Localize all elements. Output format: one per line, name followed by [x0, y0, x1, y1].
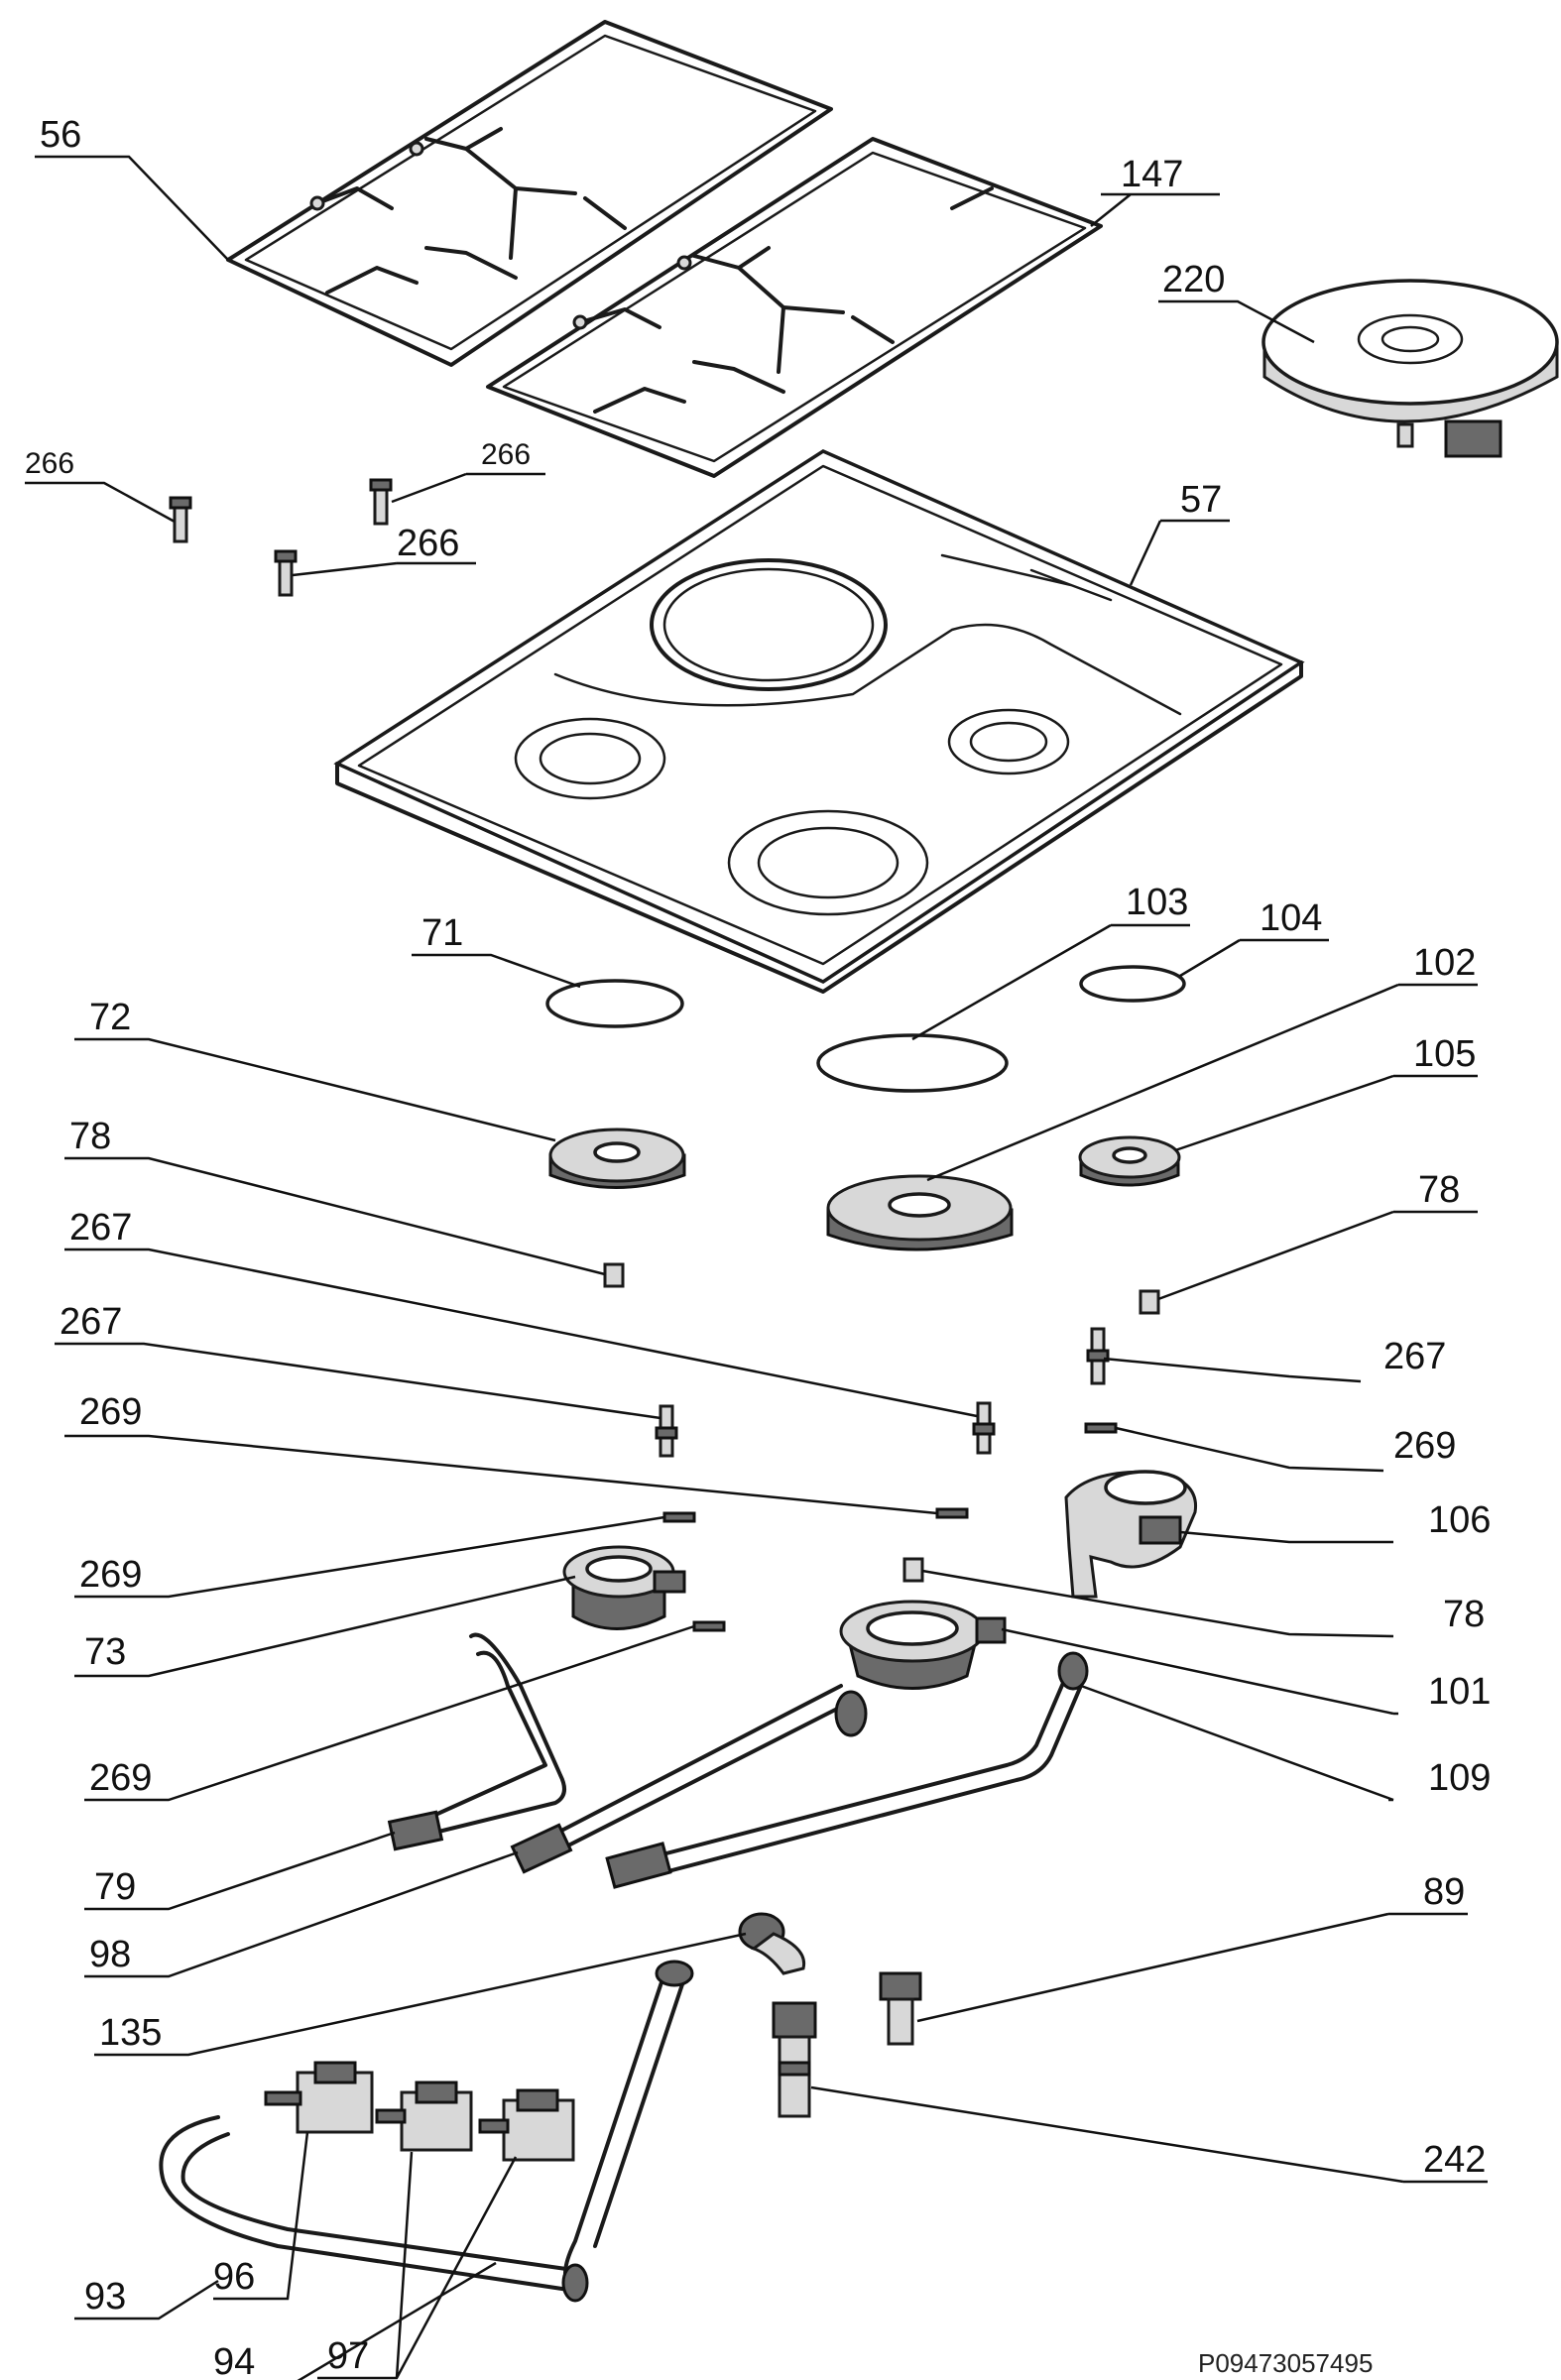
electrode-267-c — [1086, 1327, 1110, 1385]
screw-266-a — [169, 496, 192, 543]
screw-266-c — [274, 549, 298, 597]
drawing-code: P09473057495 — [1198, 2348, 1373, 2378]
burner-head-105 — [1078, 1135, 1181, 1187]
label-78-a: 78 — [69, 1116, 111, 1157]
label-94: 94 — [213, 2341, 255, 2380]
nozzle-78-b — [1139, 1289, 1160, 1315]
label-101: 101 — [1428, 1671, 1491, 1713]
label-96: 96 — [213, 2256, 255, 2298]
label-79: 79 — [94, 1866, 136, 1908]
burner-body-101 — [839, 1600, 1007, 1690]
label-73: 73 — [84, 1631, 126, 1673]
label-78-b: 78 — [1418, 1169, 1460, 1211]
label-57: 57 — [1180, 479, 1222, 521]
burner-body-106 — [1064, 1470, 1198, 1599]
gas-inlet-242 — [772, 2001, 817, 2118]
burner-head-102 — [826, 1174, 1014, 1251]
label-104: 104 — [1260, 897, 1322, 939]
hob-top-panel — [333, 449, 1305, 994]
gas-pipe-98 — [510, 1684, 868, 1874]
burner-body-73 — [562, 1545, 686, 1630]
screw-269-d — [692, 1620, 726, 1632]
pan-support-right — [486, 137, 1103, 478]
electric-hotplate — [1261, 279, 1559, 458]
label-72: 72 — [89, 997, 131, 1038]
label-93: 93 — [84, 2276, 126, 2318]
gas-tap-96 — [264, 2061, 374, 2134]
burner-cap-104 — [1079, 965, 1186, 1003]
label-98: 98 — [89, 1934, 131, 1975]
burner-cap-103 — [816, 1033, 1009, 1093]
label-103: 103 — [1126, 882, 1188, 923]
label-135: 135 — [99, 2012, 162, 2054]
gas-tap-97b — [478, 2088, 575, 2162]
nozzle-78-a — [603, 1262, 625, 1288]
label-266-c: 266 — [397, 523, 459, 564]
label-97: 97 — [327, 2335, 369, 2377]
nozzle-78-c — [902, 1557, 924, 1583]
screw-269-c — [662, 1511, 696, 1523]
label-220: 220 — [1162, 259, 1225, 300]
pan-support-left — [226, 20, 833, 367]
gas-pipe-109 — [605, 1651, 1089, 1889]
label-242: 242 — [1423, 2139, 1486, 2181]
electrode-267-b — [972, 1401, 996, 1455]
gas-connector-89 — [879, 1971, 922, 2046]
label-269-a: 269 — [79, 1391, 142, 1433]
label-56: 56 — [40, 114, 81, 156]
label-266-a: 266 — [25, 447, 74, 480]
label-266-b: 266 — [481, 438, 531, 471]
label-105: 105 — [1413, 1033, 1476, 1075]
gas-tap-97a — [375, 2081, 473, 2152]
gas-pipe-79 — [387, 1632, 566, 1851]
label-269-d: 269 — [89, 1757, 152, 1799]
leader-lines — [25, 155, 1488, 2380]
screw-269-b — [1084, 1422, 1118, 1434]
label-102: 102 — [1413, 942, 1476, 984]
label-269-c: 269 — [79, 1554, 142, 1596]
label-89: 89 — [1423, 1871, 1465, 1913]
screw-269-a — [935, 1507, 969, 1519]
label-71: 71 — [421, 912, 463, 954]
label-267-a: 267 — [69, 1207, 132, 1249]
burner-head-72 — [548, 1128, 686, 1189]
label-109: 109 — [1428, 1757, 1491, 1799]
elbow-connector-135 — [738, 1912, 806, 1975]
label-106: 106 — [1428, 1499, 1491, 1541]
gas-manifold — [159, 1960, 694, 2303]
label-147: 147 — [1121, 154, 1183, 195]
label-267-c: 267 — [1383, 1336, 1446, 1377]
burner-cap-71 — [545, 979, 684, 1028]
label-269-b: 269 — [1393, 1425, 1456, 1467]
label-267-b: 267 — [60, 1301, 122, 1343]
electrode-267-a — [655, 1404, 678, 1458]
screw-266-b — [369, 478, 393, 526]
label-78-c: 78 — [1443, 1594, 1485, 1635]
